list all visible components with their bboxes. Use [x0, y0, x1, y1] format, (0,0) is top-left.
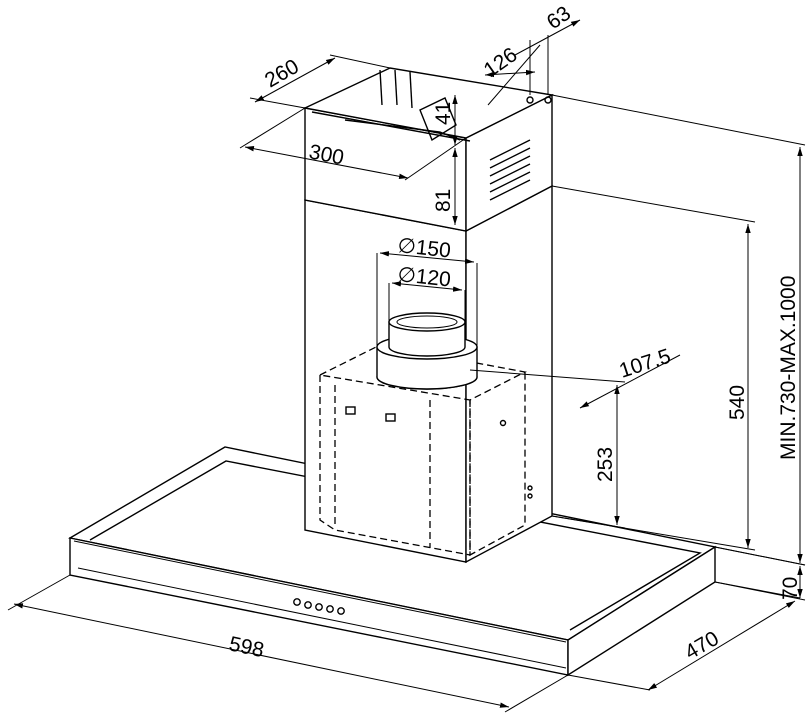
- dim-motor-offset: 107.5: [579, 345, 681, 409]
- dim-overall-height: MIN.730-MAX.1000: [551, 94, 806, 566]
- duct-collar: [376, 312, 478, 390]
- vent-slots: [489, 139, 531, 201]
- label-canopy-width: 598: [227, 632, 266, 662]
- dim-chimney-upper: 81: [432, 148, 458, 225]
- dim-top-gap: 41: [432, 95, 458, 145]
- label-motor-height: 253: [594, 447, 617, 482]
- dim-canopy-width: 598: [7, 574, 569, 713]
- dim-duct-inner: ∅120: [388, 263, 466, 322]
- motor-housing: [317, 344, 533, 557]
- label-chimney-lower: 540: [726, 385, 749, 420]
- label-top-offset: 126: [480, 43, 522, 82]
- label-top-side: 63: [543, 2, 575, 34]
- label-canopy-height: 70: [779, 577, 802, 600]
- dim-top-width: 300: [239, 107, 467, 181]
- dim-duct-outer: ∅150: [376, 234, 478, 347]
- label-overall-height: MIN.730-MAX.1000: [777, 276, 800, 460]
- label-top-depth: 260: [261, 55, 303, 92]
- label-top-gap: 41: [432, 102, 455, 125]
- label-chimney-upper: 81: [432, 189, 455, 212]
- label-motor-offset: 107.5: [616, 345, 673, 383]
- dim-motor-height: 253: [469, 369, 626, 529]
- dim-top-side: 63: [514, 2, 581, 95]
- label-canopy-depth: 470: [681, 627, 723, 664]
- label-duct-inner: ∅120: [396, 263, 451, 291]
- dim-canopy-height: 70: [714, 546, 806, 601]
- label-duct-outer: ∅150: [396, 234, 451, 262]
